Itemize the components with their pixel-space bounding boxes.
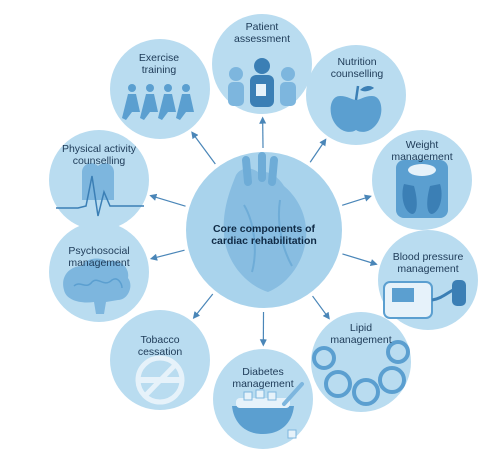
- no-smoking-icon: [135, 355, 185, 405]
- label-lipid-management: Lipid management: [330, 322, 392, 346]
- blood-pressure-monitor-icon: [383, 280, 466, 319]
- center-label: Core components of cardiac rehabilitatio…: [211, 223, 317, 247]
- arrow-to-lipid-management: [312, 295, 330, 320]
- lipid-cells-icon: [312, 340, 410, 406]
- node-patient-assessment: [212, 14, 312, 114]
- label-nutrition-counselling: Nutrition counselling: [330, 56, 384, 80]
- arrow-to-blood-pressure-management: [342, 253, 378, 267]
- label-diabetes-management: Diabetes management: [232, 366, 294, 390]
- arrow-to-weight-management: [341, 194, 372, 206]
- people-silhouettes-icon: [228, 67, 296, 106]
- label-psychosocial-management: Psychosocial management: [68, 245, 130, 269]
- label-tobacco-cessation: Tobacco cessation: [137, 334, 183, 358]
- arrow-to-exercise-training: [191, 131, 216, 165]
- node-exercise-training: [110, 39, 210, 139]
- node-diabetes-management: [213, 349, 313, 449]
- connector-arrows: [149, 116, 378, 347]
- node-psychosocial-management: [49, 222, 149, 322]
- brain-icon: [63, 258, 131, 314]
- ecg-heart-rate-icon: [56, 163, 144, 217]
- runners-icon: [122, 84, 194, 120]
- arrow-to-physical-activity-counselling: [149, 193, 186, 207]
- bathroom-scale-icon: [396, 160, 448, 218]
- node-lipid-management: [311, 312, 411, 412]
- label-exercise-training: Exercise training: [138, 52, 180, 76]
- label-weight-management: Weight management: [391, 139, 453, 163]
- center-node: [186, 152, 342, 308]
- label-patient-assessment: Patient assessment: [233, 21, 291, 45]
- label-physical-activity-counselling: Physical activity counselling: [61, 143, 137, 167]
- node-tobacco-cessation: [110, 310, 210, 410]
- arrow-to-nutrition-counselling: [309, 138, 327, 163]
- label-blood-pressure-management: Blood pressure management: [392, 251, 464, 275]
- heart-illustration-icon: [223, 152, 307, 292]
- arrow-to-psychosocial-management: [149, 249, 185, 261]
- clinician-with-clipboard-icon: [250, 58, 274, 107]
- arrow-to-tobacco-cessation: [192, 293, 214, 319]
- node-blood-pressure-management: [378, 230, 478, 330]
- node-weight-management: [372, 130, 472, 230]
- node-physical-activity-counselling: [49, 130, 149, 230]
- apple-icon: [330, 85, 382, 132]
- sugar-bowl-icon: [232, 382, 304, 439]
- node-nutrition-counselling: [306, 45, 406, 145]
